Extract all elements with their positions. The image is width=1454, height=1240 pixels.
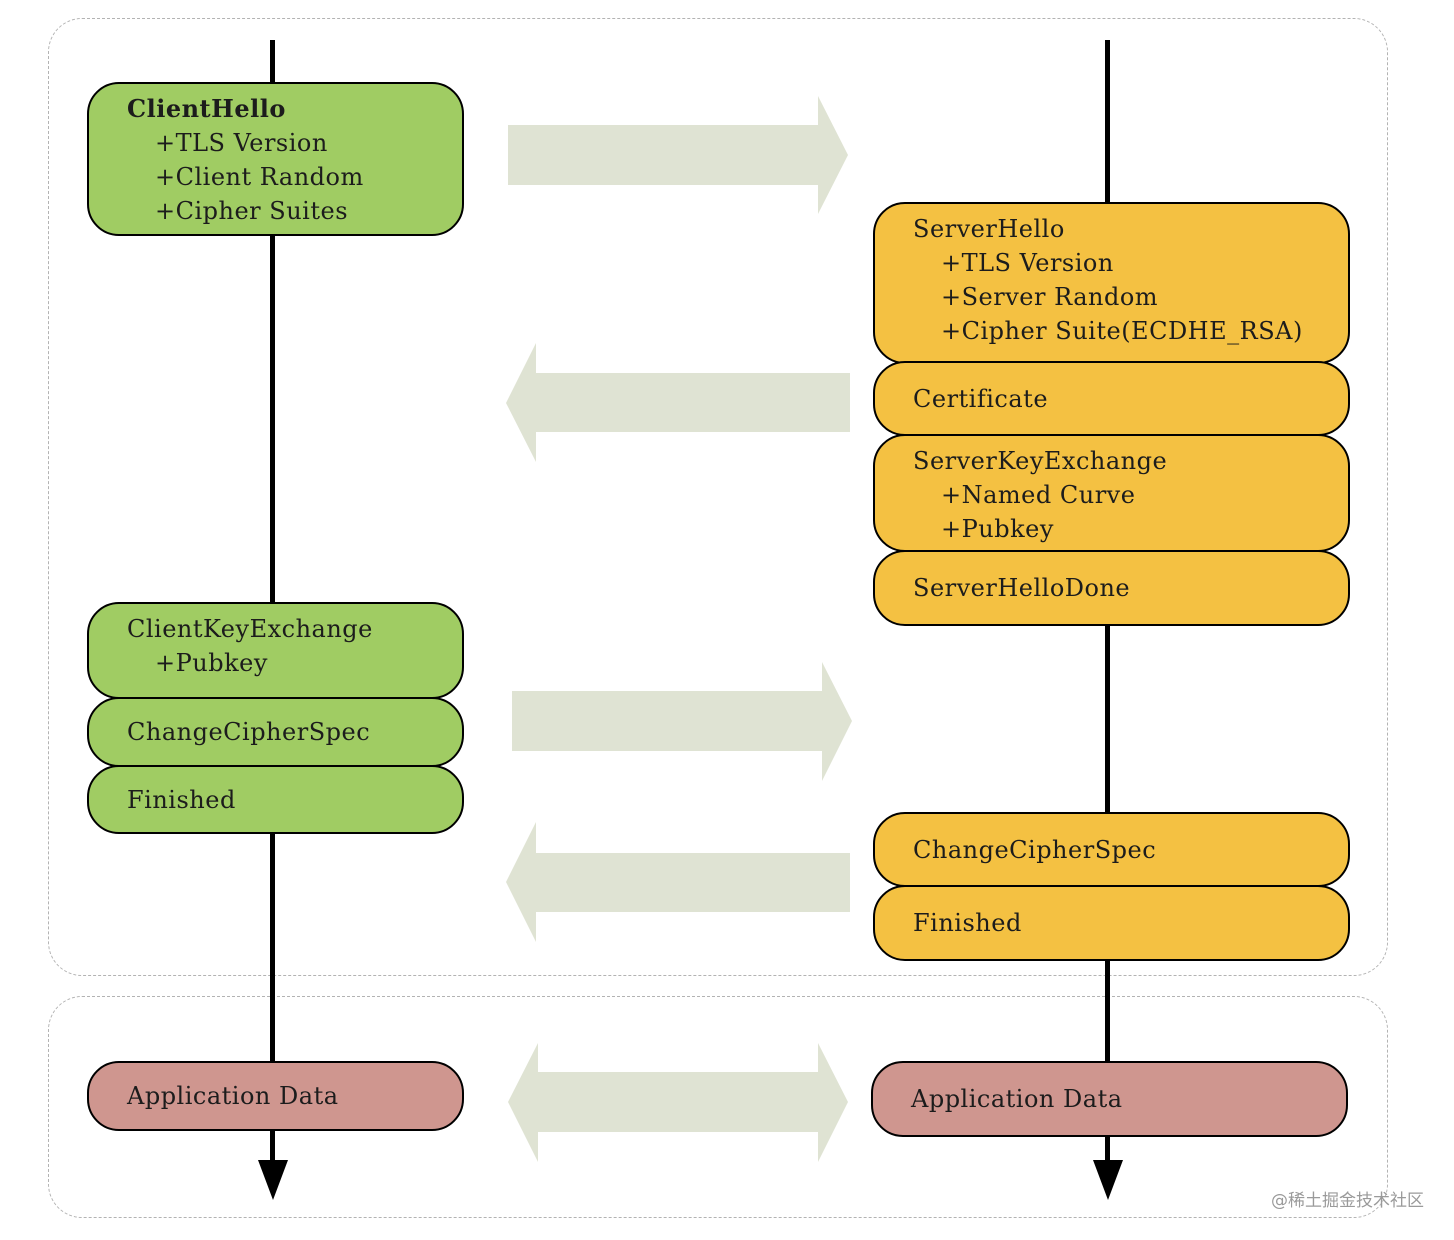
client-timeline-arrowhead: [258, 1160, 288, 1200]
client-finished-message: Finished: [87, 765, 464, 834]
client-timeline: [270, 40, 275, 1162]
server-hello-done-title: ServerHelloDone: [913, 574, 1131, 602]
handshake-phase-frame: [48, 18, 1388, 976]
server-to-client-arrow-1: [506, 343, 850, 462]
server-hello-title: ServerHello: [913, 215, 1065, 243]
client-to-server-arrow-1: [508, 96, 848, 214]
server-hello-message: ServerHello +TLS Version +Server Random …: [873, 202, 1350, 364]
client-hello-field: +Cipher Suites: [155, 197, 349, 225]
server-certificate-message: Certificate: [873, 361, 1350, 436]
client-finished-title: Finished: [127, 785, 236, 814]
client-hello-field: +TLS Version: [155, 129, 328, 157]
server-change-cipher-spec-message: ChangeCipherSpec: [873, 812, 1350, 887]
bidirectional-arrow: [508, 1043, 848, 1162]
server-timeline-arrowhead: [1093, 1160, 1123, 1200]
server-key-exchange-message: ServerKeyExchange +Named Curve +Pubkey: [873, 434, 1350, 552]
client-change-cipher-spec-message: ChangeCipherSpec: [87, 697, 464, 767]
server-certificate-title: Certificate: [913, 384, 1049, 413]
server-change-cipher-spec-title: ChangeCipherSpec: [913, 835, 1157, 864]
server-to-client-arrow-2: [506, 822, 850, 942]
server-key-exchange-field: +Pubkey: [941, 515, 1054, 543]
client-hello-title: ClientHello: [127, 94, 286, 123]
server-hello-field: +Server Random: [941, 283, 1159, 311]
server-key-exchange-field: +Named Curve: [941, 481, 1136, 509]
client-change-cipher-spec-title: ChangeCipherSpec: [127, 718, 371, 746]
client-application-data: Application Data: [87, 1061, 464, 1131]
server-finished-title: Finished: [913, 909, 1022, 937]
server-application-data-title: Application Data: [911, 1085, 1123, 1113]
client-key-exchange-title: ClientKeyExchange: [127, 615, 373, 643]
client-hello-field: +Client Random: [155, 163, 364, 191]
client-application-data-title: Application Data: [127, 1082, 339, 1110]
server-hello-field: +Cipher Suite(ECDHE_RSA): [941, 317, 1303, 345]
client-key-exchange-message: ClientKeyExchange +Pubkey: [87, 602, 464, 699]
client-hello-message: ClientHello +TLS Version +Client Random …: [87, 82, 464, 236]
server-application-data: Application Data: [871, 1061, 1348, 1137]
server-hello-done-message: ServerHelloDone: [873, 550, 1350, 626]
application-phase-frame: [48, 996, 1388, 1218]
server-key-exchange-title: ServerKeyExchange: [913, 447, 1168, 475]
client-key-exchange-field: +Pubkey: [155, 649, 268, 677]
server-finished-message: Finished: [873, 885, 1350, 961]
server-hello-field: +TLS Version: [941, 249, 1114, 277]
watermark: @稀土掘金技术社区: [1271, 1191, 1424, 1211]
client-to-server-arrow-2: [512, 662, 852, 781]
